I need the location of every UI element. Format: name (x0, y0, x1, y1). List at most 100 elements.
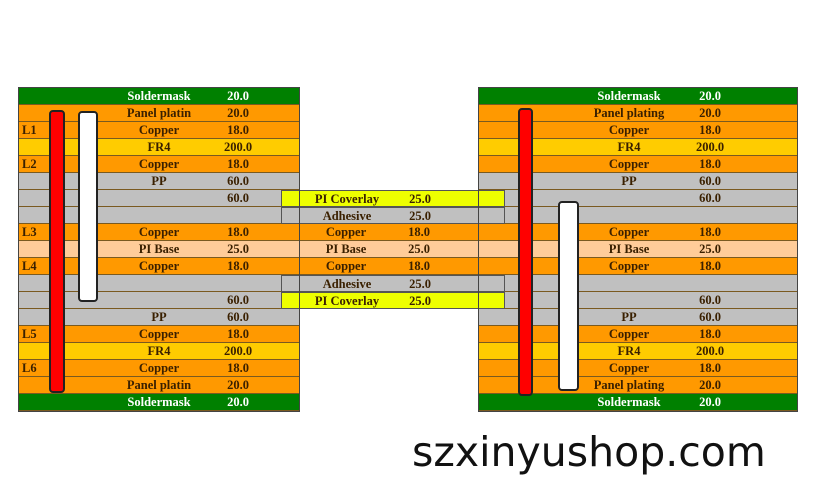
thickness-value: 20.0 (227, 395, 249, 409)
stack-layer-left: Soldermask 20.0 (19, 88, 299, 105)
thickness-value: 20.0 (227, 89, 249, 103)
material-name: PP (151, 174, 167, 188)
thickness-value: 18.0 (699, 123, 721, 137)
material-name: Soldermask (127, 395, 191, 409)
stack-layer-right: Copper 18.0 (479, 122, 797, 139)
thickness-value: 25.0 (227, 242, 249, 256)
material-name: Copper (608, 361, 650, 375)
thickness-value: 60.0 (227, 174, 249, 188)
material-name: Soldermask (597, 89, 661, 103)
thickness-value: 18.0 (227, 225, 249, 239)
material-name: PI Base (138, 242, 180, 256)
thickness-value: 25.0 (409, 277, 431, 291)
layer-label: L2 (22, 157, 37, 171)
thickness-value: 18.0 (227, 259, 249, 273)
thickness-value: 60.0 (699, 174, 721, 188)
layer-label: L1 (22, 123, 37, 137)
flex-layer: PI Coverlay 25.0 (281, 292, 505, 309)
material-name: PP (621, 174, 637, 188)
stack-layer-right: PP 60.0 (479, 173, 797, 190)
material-name: PI Base (325, 242, 367, 256)
thickness-value: 18.0 (699, 327, 721, 341)
thickness-value: 18.0 (699, 259, 721, 273)
material-name: PI Coverlay (314, 294, 380, 308)
stack-layer-left: Soldermask 20.0 (19, 394, 299, 411)
material-name: Copper (138, 123, 180, 137)
thickness-value: 25.0 (409, 294, 431, 308)
thickness-value: 18.0 (227, 361, 249, 375)
material-name: Copper (138, 327, 180, 341)
blind-via-right (558, 201, 579, 391)
thickness-value: 25.0 (408, 242, 430, 256)
material-name: PP (151, 310, 167, 324)
thickness-value: 60.0 (227, 293, 249, 307)
thickness-value: 20.0 (699, 106, 721, 120)
material-name: PI Base (608, 242, 650, 256)
blind-via-left (78, 111, 98, 302)
stack-layer-left: PP 60.0 (19, 309, 299, 326)
material-name: Copper (608, 123, 650, 137)
layer-label: L3 (22, 225, 37, 239)
stack-layer-right: Soldermask 20.0 (479, 88, 797, 105)
thickness-value: 18.0 (699, 157, 721, 171)
thickness-value: 200.0 (695, 140, 725, 154)
thickness-value: 60.0 (699, 191, 721, 205)
material-name: Copper (608, 327, 650, 341)
thickness-value: 200.0 (223, 140, 253, 154)
flex-layer: PI Base 25.0 (299, 241, 479, 258)
material-name: FR4 (617, 140, 641, 154)
material-name: Copper (138, 361, 180, 375)
material-name: Copper (325, 259, 367, 273)
right-board-outline (478, 87, 798, 412)
thickness-value: 20.0 (699, 395, 721, 409)
material-name: Adhesive (322, 277, 372, 291)
material-name: Copper (608, 259, 650, 273)
material-name: FR4 (147, 344, 171, 358)
stack-layer-right: Panel plating 20.0 (479, 105, 797, 122)
thickness-value: 25.0 (699, 242, 721, 256)
thickness-value: 60.0 (227, 310, 249, 324)
material-name: Panel platin (126, 378, 192, 392)
material-name: Copper (138, 259, 180, 273)
thickness-value: 18.0 (227, 123, 249, 137)
thickness-value: 20.0 (227, 378, 249, 392)
material-name: Copper (608, 225, 650, 239)
material-name: Copper (138, 225, 180, 239)
thickness-value: 18.0 (699, 225, 721, 239)
material-name: PP (621, 310, 637, 324)
material-name: Copper (608, 157, 650, 171)
material-name: FR4 (617, 344, 641, 358)
layer-label: L5 (22, 327, 37, 341)
material-name: Panel platin (126, 106, 192, 120)
thickness-value: 18.0 (699, 361, 721, 375)
thickness-value: 18.0 (227, 157, 249, 171)
stack-layer-right: Copper 18.0 (479, 156, 797, 173)
thickness-value: 20.0 (227, 106, 249, 120)
thickness-value: 18.0 (227, 327, 249, 341)
left-board-outline (18, 87, 300, 412)
material-name: Panel plating (593, 378, 665, 392)
flex-layer: Copper 18.0 (299, 258, 479, 275)
layer-label: L6 (22, 361, 37, 375)
through-via-right (518, 108, 533, 396)
thickness-value: 20.0 (699, 89, 721, 103)
material-name: Panel plating (593, 106, 665, 120)
material-name: Copper (138, 157, 180, 171)
thickness-value: 60.0 (227, 191, 249, 205)
layer-label: L4 (22, 259, 37, 273)
stack-layer-left: Panel platin 20.0 (19, 377, 299, 394)
material-name: Soldermask (597, 395, 661, 409)
material-name: Soldermask (127, 89, 191, 103)
thickness-value: 20.0 (699, 378, 721, 392)
material-name: Adhesive (322, 209, 372, 223)
stack-layer-left: L6 Copper 18.0 (19, 360, 299, 377)
material-name: PI Coverlay (314, 192, 380, 206)
thickness-value: 200.0 (223, 344, 253, 358)
thickness-value: 25.0 (409, 209, 431, 223)
thickness-value: 18.0 (408, 259, 430, 273)
material-name: FR4 (147, 140, 171, 154)
thickness-value: 60.0 (699, 310, 721, 324)
flex-layer: Adhesive 25.0 (281, 207, 505, 224)
